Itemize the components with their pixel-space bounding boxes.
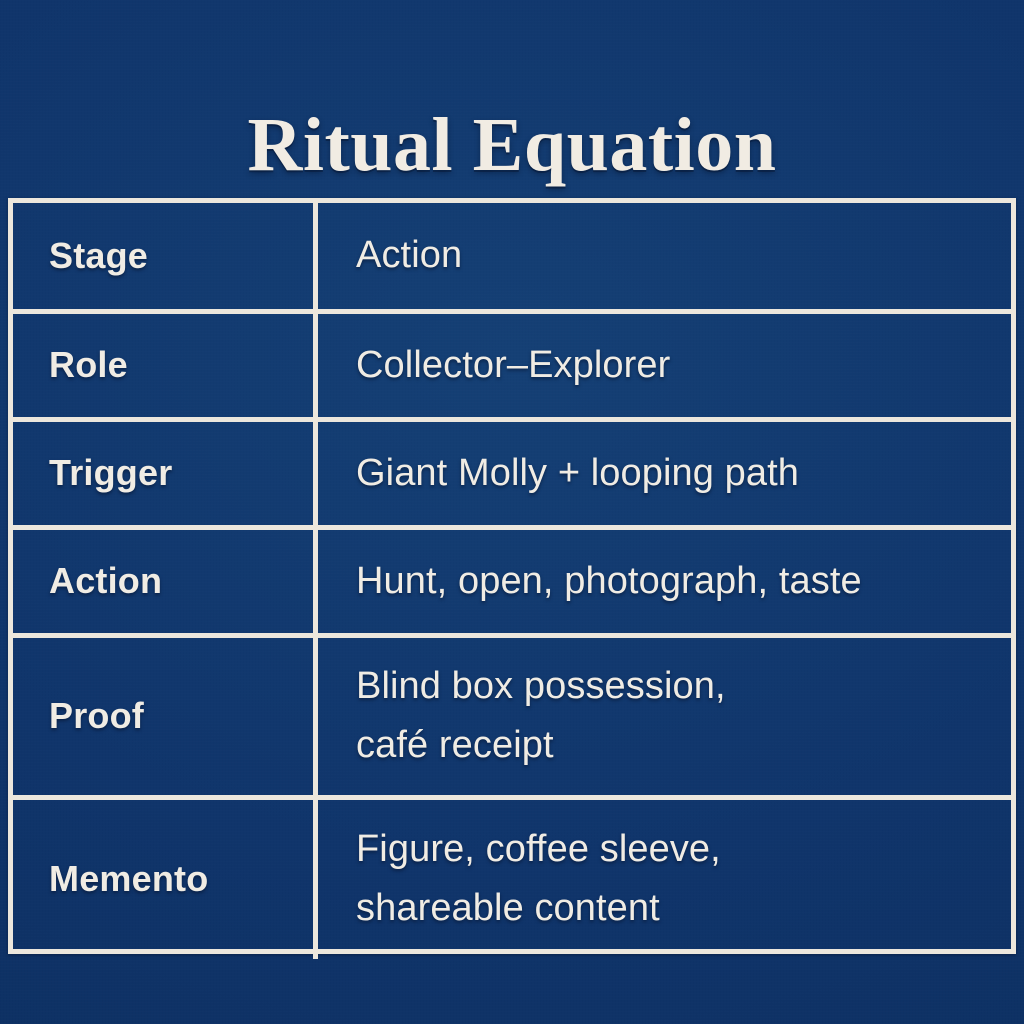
action-value: Collector–Explorer [318, 336, 1011, 395]
table-row: Proof Blind box possession, café receipt [13, 632, 1011, 797]
action-value: Hunt, open, photograph, taste [318, 552, 1011, 611]
table: Stage Action Role [13, 203, 1011, 959]
action-line: Hunt, open, photograph, taste [356, 559, 862, 602]
stage-label: Trigger [49, 452, 173, 493]
column-header-stage: Stage [49, 234, 149, 276]
cell-stage: Memento [13, 794, 316, 959]
action-value: Blind box possession, café receipt [318, 657, 1011, 775]
table-row: Trigger Giant Molly + looping path [13, 416, 1011, 527]
ritual-equation-table: Stage Action Role [8, 198, 1016, 959]
cell-action: Giant Molly + looping path [313, 416, 1011, 527]
stage-label: Action [49, 560, 163, 601]
cell-action: Blind box possession, café receipt [313, 632, 1011, 797]
cell-stage: Trigger [13, 416, 316, 527]
action-line: café receipt [356, 724, 554, 766]
header-cell-action: Action [313, 203, 1011, 311]
cell-action: Collector–Explorer [313, 308, 1011, 419]
table-row: Memento Figure, coffee sleeve, shareable… [13, 794, 1011, 959]
page-title: Ritual Equation [247, 102, 777, 187]
table-header-row: Stage Action [13, 203, 1011, 311]
table-row: Role Collector–Explorer [13, 308, 1011, 419]
header-cell-stage: Stage [13, 203, 316, 311]
column-header-action: Action [356, 234, 463, 277]
action-line: Figure, coffee sleeve, [356, 828, 721, 871]
cell-stage: Action [13, 524, 316, 635]
cell-action: Hunt, open, photograph, taste [313, 524, 1011, 635]
action-line: Collector–Explorer [356, 343, 671, 386]
stage-label: Memento [49, 858, 209, 900]
stage-label: Proof [49, 695, 144, 736]
cell-stage: Proof [13, 632, 316, 797]
cell-action: Figure, coffee sleeve, shareable content [313, 794, 1011, 959]
action-line: Blind box possession, [356, 665, 726, 708]
table-body: Stage Action Role [13, 203, 1011, 959]
action-line: Giant Molly + looping path [356, 451, 800, 494]
action-value: Giant Molly + looping path [318, 444, 1011, 503]
table-row: Action Hunt, open, photograph, taste [13, 524, 1011, 635]
stage-label: Role [49, 344, 128, 385]
action-value: Figure, coffee sleeve, shareable content [318, 820, 1011, 938]
action-line: shareable content [356, 887, 660, 930]
cell-stage: Role [13, 308, 316, 419]
